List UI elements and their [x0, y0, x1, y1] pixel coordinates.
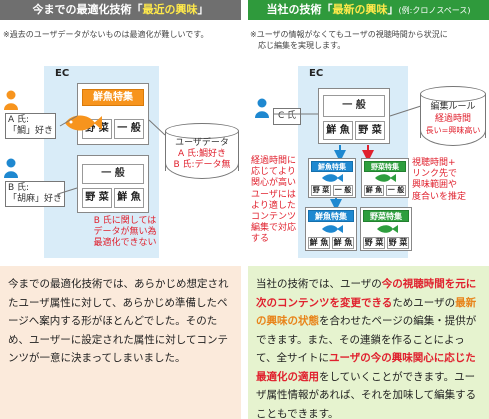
- user-data-line-b: B 氏:データ無: [173, 160, 231, 170]
- right-desc-part-2: ためユーザの: [392, 296, 456, 309]
- right-left-note-line-8: する: [251, 234, 270, 245]
- user-c-label: C 氏: [273, 108, 302, 125]
- sub-page-3-header: 鮮魚特集: [308, 210, 354, 222]
- right-banner-highlight: 最新の興味: [332, 3, 388, 16]
- page-b-cell-fish: 鮮 魚: [114, 188, 144, 208]
- left-note-b: B 氏に関しては データが無い為 最適化できない: [80, 216, 170, 249]
- left-description: 今までの最適化技術では、あらかじめ想定されたユーザ属性に対して、あらかじめ準備し…: [0, 266, 241, 419]
- sub-page-fish-2: 鮮魚特集 鮮 魚 鮮 魚: [305, 207, 357, 251]
- user-c-icon: [255, 98, 269, 118]
- right-left-note-line-7: 編集で対応: [251, 223, 297, 234]
- sub-page-2-header: 野菜特集: [364, 161, 406, 172]
- user-a-preference: 「鯛」好き: [8, 126, 54, 136]
- left-note: ※過去のユーザデータがないものは最適化が難しいです。: [3, 30, 209, 39]
- main-page-cell-fish: 鮮 魚: [323, 121, 353, 140]
- right-right-note-line-3: 興味範囲や: [412, 180, 458, 191]
- page-a-cell-general: 一 般: [114, 119, 144, 139]
- right-right-note-line-1: 視聴時間+: [412, 158, 456, 168]
- green-fish-icon-2: [377, 225, 398, 233]
- right-banner-suffix: 」: [387, 3, 399, 16]
- edit-rules-title: 編集ルール: [430, 102, 476, 112]
- left-banner-prefix: 今までの最適化技術「: [32, 3, 143, 16]
- note-b-line-1: B 氏に関しては: [93, 216, 157, 226]
- page-b-header: 一 般: [82, 164, 144, 184]
- user-b-label: B 氏: 「胡麻」好き: [5, 181, 66, 207]
- sub-page-3-cell-1: 鮮 魚: [308, 237, 330, 249]
- right-desc-highlight-1: 今の視聴時間を元に次のコンテンツを変更できる: [256, 278, 477, 309]
- sub-page-vegetable-1: 野菜特集 鮮 魚 一 般: [361, 158, 409, 198]
- user-b-icon: [4, 158, 18, 178]
- user-b-preference: 「胡麻」好き: [8, 194, 63, 204]
- right-left-note-line-6: コンテンツ: [251, 212, 297, 223]
- orange-fish-icon: [65, 115, 102, 131]
- right-left-note-line-5: より適した: [251, 200, 296, 211]
- blue-fish-icon-2: [322, 225, 343, 233]
- user-data-title: ユーザデータ: [175, 138, 229, 148]
- user-a-icon: [4, 90, 18, 110]
- right-left-note-line-1: 経過時間に: [251, 156, 297, 166]
- sub-page-vegetable-2: 野菜特集 野 菜 野 菜: [360, 207, 412, 251]
- left-page-b: 一 般 野 菜 鮮 魚: [77, 155, 149, 213]
- left-ec-label: EC: [55, 68, 70, 79]
- right-banner: 当社の技術「最新の興味」(例:クロノスペース): [248, 0, 489, 20]
- right-desc-part-4: をしていくことができます。ユーザ属性情報があれば、それを加味して編集することもで…: [256, 370, 477, 419]
- user-data-line-a: A 氏:鯛好き: [177, 149, 227, 159]
- sub-page-1-header: 鮮魚特集: [311, 161, 353, 172]
- right-left-note-line-4: ユーザには: [251, 189, 296, 200]
- right-main-page: 一 般 鮮 魚 野 菜: [318, 88, 390, 144]
- right-left-note: 経過時間に 応じてより 関心が高い ユーザには より適した コンテンツ 編集で対…: [251, 156, 303, 246]
- page-b-cell-vegetable: 野 菜: [82, 188, 112, 208]
- user-b-name: B 氏:: [8, 183, 30, 193]
- right-connector-lines: [273, 104, 425, 211]
- right-desc-part-3: を合わせたページの編集・提供ができます。また、その連鎖を作ることによって、全サイ…: [256, 315, 477, 364]
- right-banner-prefix: 当社の技術「: [266, 3, 333, 16]
- left-connector-lines: [57, 115, 166, 195]
- sub-page-4-cell-1: 野 菜: [363, 237, 385, 249]
- sub-page-2-cell-1: 鮮 魚: [364, 185, 384, 196]
- sub-page-fish-1: 鮮魚特集 野 菜 一 般: [308, 158, 356, 198]
- left-banner-suffix: 」: [197, 3, 209, 16]
- right-right-note: 視聴時間+ リンク先で 興味範囲や 度合いを推定: [412, 158, 488, 203]
- sub-page-1-cell-2: 一 般: [333, 185, 353, 196]
- right-ec-label: EC: [309, 68, 324, 79]
- note-b-line-2: データが無い為: [93, 227, 157, 237]
- right-right-note-line-4: 度合いを推定: [412, 191, 467, 202]
- user-a-name: A 氏:: [8, 115, 30, 125]
- right-note-line-2: 応じ編集を実現します。: [258, 41, 346, 50]
- sub-page-1-cell-1: 野 菜: [311, 185, 331, 196]
- right-desc-highlight-3: ユーザの今の興味関心に応じた最適化の適用: [256, 352, 476, 383]
- left-banner: 今までの最適化技術「最近の興味」: [0, 0, 241, 20]
- blue-fish-icon-1: [322, 174, 343, 182]
- right-left-note-line-2: 応じてより: [251, 167, 296, 178]
- right-desc-highlight-2: 最新の興味の状態: [256, 296, 477, 328]
- right-description: 当社の技術では、ユーザの今の視聴時間を元に次のコンテンツを変更できるためユーザの…: [248, 266, 489, 419]
- main-page-cell-vegetable: 野 菜: [355, 121, 385, 140]
- main-page-header: 一 般: [323, 95, 385, 117]
- user-a-label: A 氏: 「鯛」好き: [5, 113, 57, 139]
- left-banner-highlight: 最近の興味: [142, 3, 198, 16]
- right-note-line-1: ※ユーザの情報がなくてもユーザの視聴時間から状況に: [250, 30, 448, 39]
- edit-rules-line-2: 長い=興味高い: [425, 126, 481, 135]
- sub-page-2-cell-2: 一 般: [386, 185, 406, 196]
- left-page-a: 鮮魚特集 野 菜 一 般: [77, 83, 149, 145]
- edit-rules-line-1: 経過時間: [434, 114, 471, 124]
- right-right-note-line-2: リンク先で: [412, 169, 458, 180]
- green-fish-icon-1: [375, 174, 396, 182]
- right-left-note-line-3: 関心が高い: [251, 178, 297, 189]
- sub-page-4-cell-2: 野 菜: [387, 237, 409, 249]
- edit-rules-database: 編集ルール 経過時間 長い=興味高い: [420, 86, 486, 146]
- right-note: ※ユーザの情報がなくてもユーザの視聴時間から状況に 応じ編集を実現します。: [250, 29, 488, 51]
- note-b-line-3: 最適化できない: [93, 238, 157, 248]
- user-data-database: ユーザデータ A 氏:鯛好き B 氏:データ無: [165, 123, 239, 179]
- sub-page-3-cell-2: 鮮 魚: [332, 237, 354, 249]
- right-banner-sub: (例:クロノスペース): [398, 6, 471, 15]
- right-desc-part-1: 当社の技術では、ユーザの: [256, 278, 382, 290]
- page-a-header: 鮮魚特集: [82, 89, 144, 106]
- sub-page-4-header: 野菜特集: [363, 210, 409, 222]
- left-description-text: 今までの最適化技術では、あらかじめ想定されたユーザ属性に対して、あらかじめ準備し…: [8, 278, 229, 364]
